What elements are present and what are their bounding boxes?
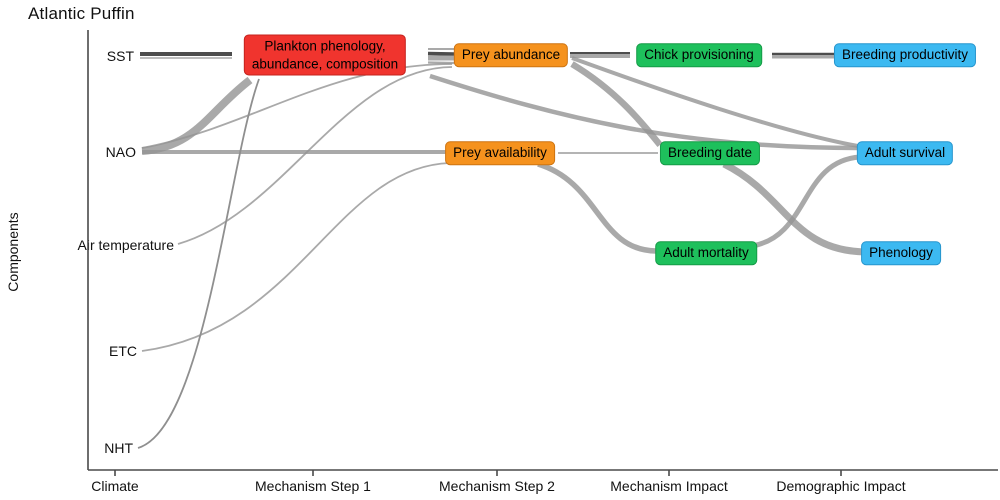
node-label: Prey availability <box>453 145 547 161</box>
node-prey-availability: Prey availability <box>445 141 555 165</box>
link-plankton-to-prey-abundance <box>427 51 455 56</box>
node-breeding-date: Breeding date <box>659 141 761 165</box>
node-adult-mortality: Adult mortality <box>655 241 757 265</box>
x-tick-label-climate: Climate <box>91 478 139 494</box>
link-prey-abundance-to-adult-survival <box>571 56 859 148</box>
node-label: Plankton phenology, <box>264 38 386 54</box>
node-breeding-productivity: Breeding productivity <box>833 43 977 67</box>
node-label: abundance, composition <box>251 56 399 71</box>
climate-label-nht: NHT <box>104 440 133 456</box>
node-label: Phenology <box>869 245 933 261</box>
link-plankton-to-prey-abundance <box>427 61 455 65</box>
node-label: Breeding date <box>667 145 753 161</box>
link-prey-abundance-to-breeding-date <box>570 61 663 148</box>
node-label: Chick provisioning <box>644 47 754 63</box>
x-tick-label-mechanism-step-1: Mechanism Step 1 <box>255 478 371 494</box>
x-tick-label-demographic-impact: Demographic Impact <box>776 478 906 494</box>
climate-label-etc: ETC <box>109 343 137 359</box>
node-prey-abundance: Prey abundance <box>453 43 569 67</box>
climate-label-nao: NAO <box>105 144 136 160</box>
link-plankton-to-adult-survival <box>429 73 859 151</box>
link-nht-to-plankton <box>137 78 260 449</box>
node-label: Adult survival <box>864 145 946 161</box>
node-phenology: Phenology <box>861 241 941 265</box>
node-chick-provisioning: Chick provisioning <box>636 43 762 67</box>
node-label: Breeding productivity <box>841 47 969 63</box>
climate-label-sst: SST <box>106 48 134 64</box>
link-nao-to-plankton <box>141 76 253 155</box>
climate-label-air-temperature: Air temperature <box>77 237 174 253</box>
node-label: Adult mortality <box>663 245 749 261</box>
node-label: Prey abundance <box>461 47 561 63</box>
node-adult-survival: Adult survival <box>856 141 954 165</box>
node-plankton: Plankton phenology, abundance, compositio… <box>243 34 407 76</box>
link-prey-availability-to-adult-mortality <box>537 161 657 254</box>
link-air-temperature-to-prey-abundance <box>177 66 453 245</box>
x-tick-label-mechanism-step-2: Mechanism Step 2 <box>439 478 555 494</box>
x-tick-label-mechanism-impact: Mechanism Impact <box>610 478 728 494</box>
link-nao-to-prey-abundance <box>141 63 453 149</box>
chart-title: Atlantic Puffin <box>28 4 135 23</box>
link-adult-mortality-to-adult-survival <box>751 154 861 249</box>
